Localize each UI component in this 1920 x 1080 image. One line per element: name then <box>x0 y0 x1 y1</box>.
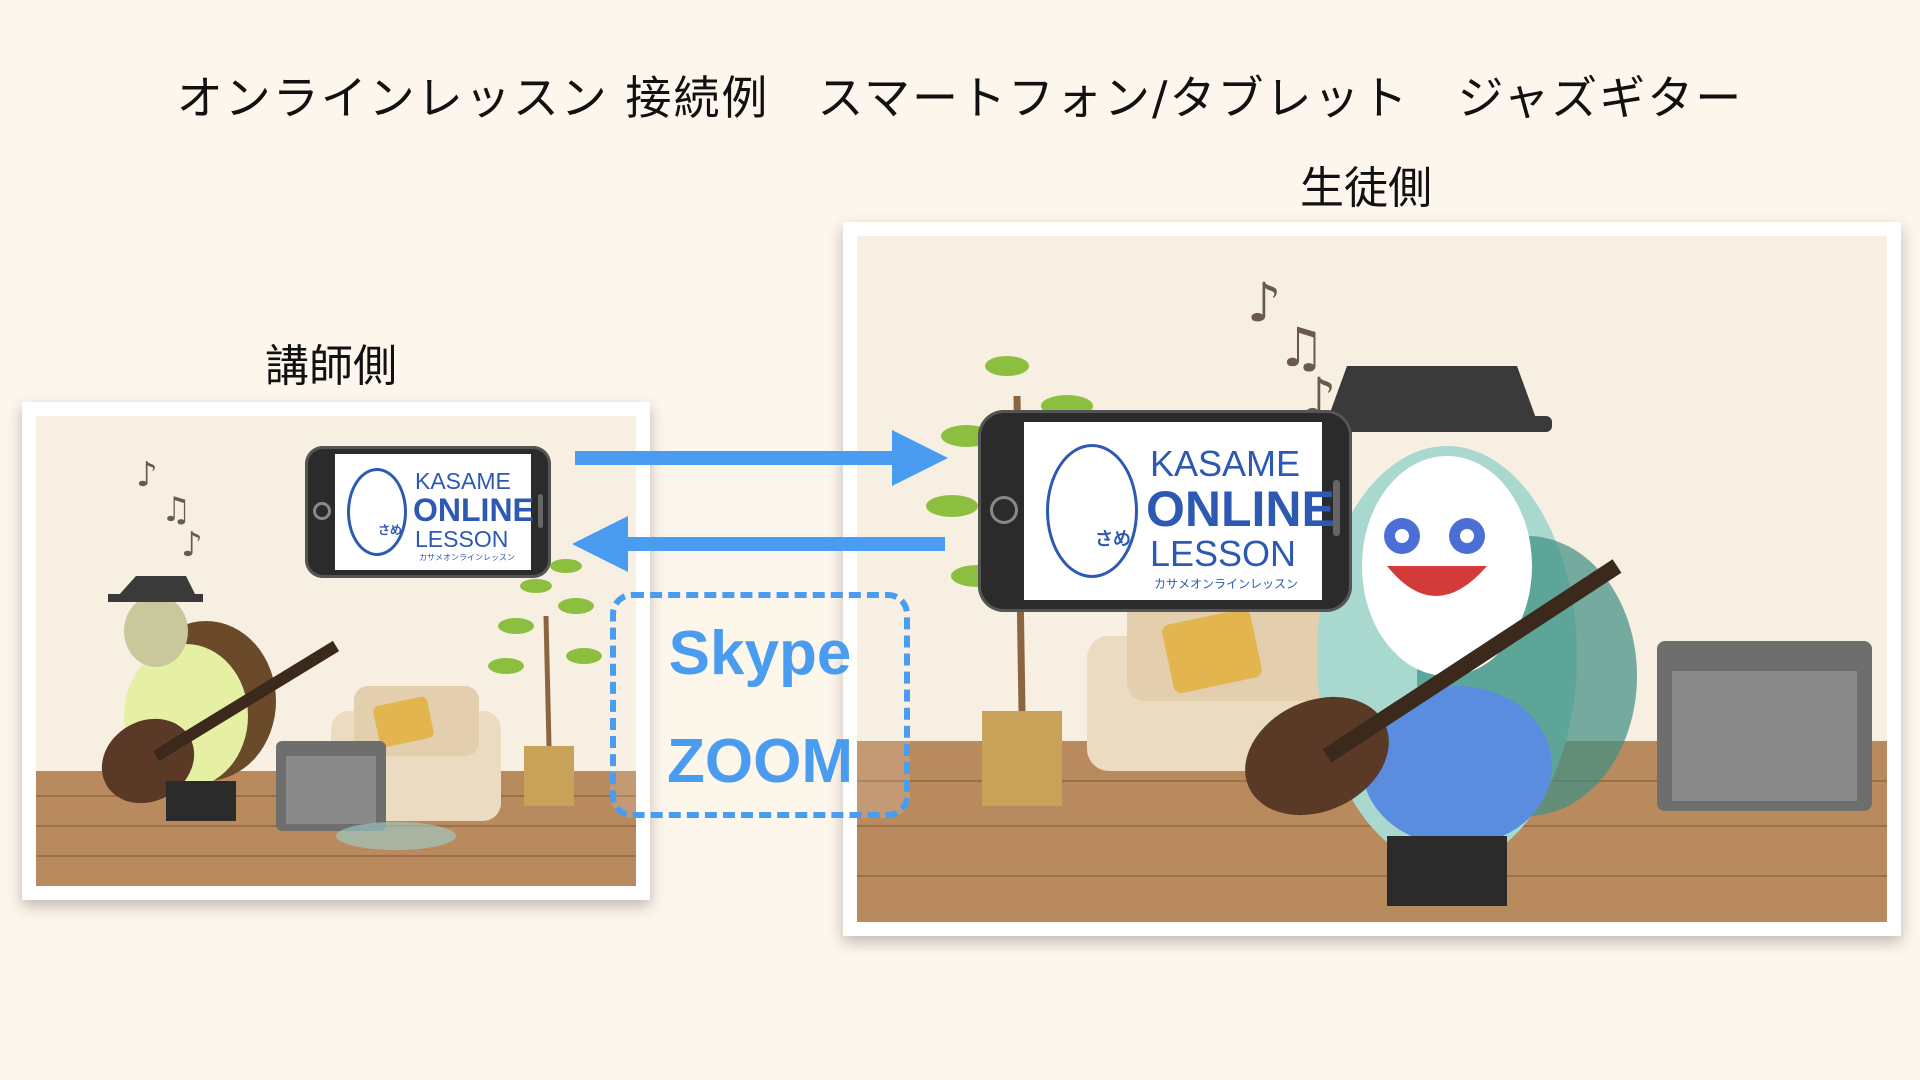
student-side-label: 生徒側 <box>1300 163 1432 214</box>
logo-emblem-text: さめ <box>378 523 403 537</box>
logo-line-2: ONLINE <box>1146 481 1335 537</box>
home-button-icon <box>313 502 331 520</box>
student-phone-screen: さめ KASAME ONLINE LESSON カサメオンラインレッスン <box>1024 422 1335 600</box>
speaker-icon <box>1333 480 1340 536</box>
logo-emblem-text: さめ <box>1095 529 1131 550</box>
svg-text:♪: ♪ <box>181 525 203 565</box>
logo-line-4: カサメオンラインレッスン <box>419 553 515 562</box>
logo-line-1: KASAME <box>415 468 511 494</box>
page-title: オンラインレッスン 接続例 スマートフォン/タブレット ジャズギター <box>176 71 1744 125</box>
logo-line-2: ONLINE <box>413 492 534 528</box>
teacher-smartphone: さめ KASAME ONLINE LESSON カサメオンラインレッスン <box>305 446 551 578</box>
home-button-icon <box>990 496 1018 524</box>
speaker-icon <box>538 494 543 528</box>
logo-line-1: KASAME <box>1150 443 1301 484</box>
svg-text:♫: ♫ <box>1277 316 1325 379</box>
svg-text:♫: ♫ <box>161 490 191 530</box>
svg-text:♪: ♪ <box>1247 271 1281 334</box>
app-label-zoom: ZOOM <box>667 727 853 796</box>
svg-text:♪: ♪ <box>136 455 158 495</box>
logo-line-3: LESSON <box>1150 533 1297 574</box>
apps-box: Skype ZOOM <box>610 592 910 818</box>
shark-logo-icon: さめ <box>347 468 407 556</box>
shark-logo-icon: さめ <box>1046 444 1138 578</box>
teacher-side-label: 講師側 <box>265 341 397 392</box>
student-smartphone: さめ KASAME ONLINE LESSON カサメオンラインレッスン <box>978 410 1352 612</box>
logo-line-4: カサメオンラインレッスン <box>1154 577 1299 591</box>
logo-line-3: LESSON <box>415 526 509 552</box>
app-label-skype: Skype <box>668 619 852 688</box>
teacher-phone-screen: さめ KASAME ONLINE LESSON カサメオンラインレッスン <box>335 454 534 570</box>
